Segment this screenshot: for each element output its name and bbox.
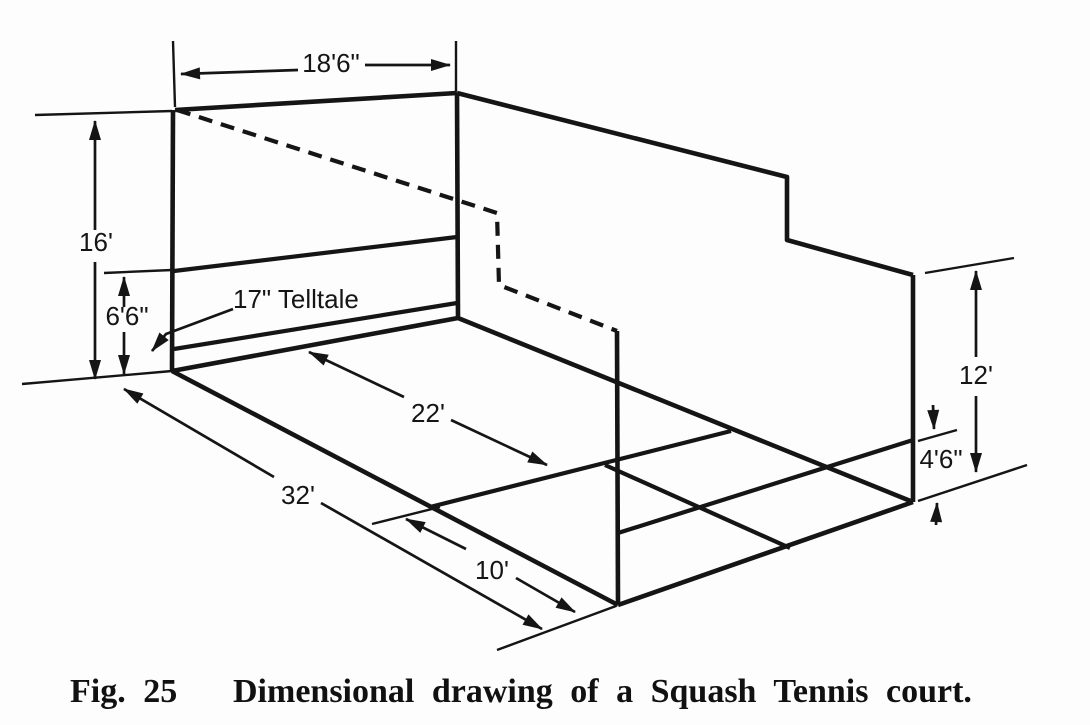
figure-caption-text: Dimensional drawing of a Squash Tennis c… xyxy=(233,673,972,710)
dim-front-to-short-line xyxy=(308,350,548,467)
label-back-wall-height: 12' xyxy=(959,360,993,390)
dimension-labels: 18'6" 16' 6'6" 17" Telltale 22' 32' 10' … xyxy=(79,48,993,585)
near-side-wall-top-edge-hidden xyxy=(176,108,618,333)
extension-near-back-corner xyxy=(496,604,617,652)
label-front-service-height: 6'6" xyxy=(105,301,148,331)
front-wall-base xyxy=(171,315,459,374)
label-telltale: 17" Telltale xyxy=(233,284,359,314)
extension-back-wall-top-right xyxy=(924,256,1015,275)
label-short-line-to-back-wall: 10' xyxy=(475,555,509,585)
court-walls xyxy=(169,90,916,608)
dim-front-wall-width xyxy=(180,59,451,80)
extension-back-service-line-right xyxy=(917,428,958,443)
front-wall-left-edge xyxy=(169,109,176,372)
floor-half-court-line xyxy=(604,463,791,550)
front-wall-right-edge xyxy=(454,92,461,319)
back-wall-service-line xyxy=(617,437,914,536)
back-wall-base xyxy=(617,499,914,608)
label-front-wall-height: 16' xyxy=(79,227,113,257)
floor-short-line xyxy=(429,428,732,510)
figure-number: Fig. 25 xyxy=(70,673,177,710)
front-wall-service-line xyxy=(173,234,458,274)
extension-front-wall-top-left xyxy=(34,109,173,117)
extension-back-floor-right xyxy=(917,463,1028,503)
telltale-leader-line xyxy=(150,307,234,352)
label-court-length: 32' xyxy=(281,480,315,510)
dim-court-length xyxy=(123,387,543,631)
extension-above-front-left-corner xyxy=(171,40,177,108)
telltale-top-line xyxy=(173,300,458,352)
extension-service-line-left xyxy=(103,268,173,275)
extension-lines xyxy=(21,40,1028,652)
front-wall-top-edge xyxy=(174,90,458,113)
far-side-wall-top-edge xyxy=(456,90,914,278)
label-front-wall-width: 18'6" xyxy=(302,48,360,78)
figure-caption: Fig. 25 Dimensional drawing of a Squash … xyxy=(70,673,972,710)
dim-back-service-height xyxy=(927,404,943,526)
extension-floor-level-left xyxy=(21,369,173,386)
extension-short-line-near-end xyxy=(371,505,441,526)
dimension-lines xyxy=(89,59,982,631)
floor-far-edge xyxy=(457,315,914,505)
floor-near-edge xyxy=(170,368,620,608)
dim-short-line-to-back-wall xyxy=(405,517,576,614)
label-front-to-short-line: 22' xyxy=(411,398,445,428)
back-wall-near-edge xyxy=(614,330,621,606)
label-back-service-height: 4'6" xyxy=(919,444,962,474)
